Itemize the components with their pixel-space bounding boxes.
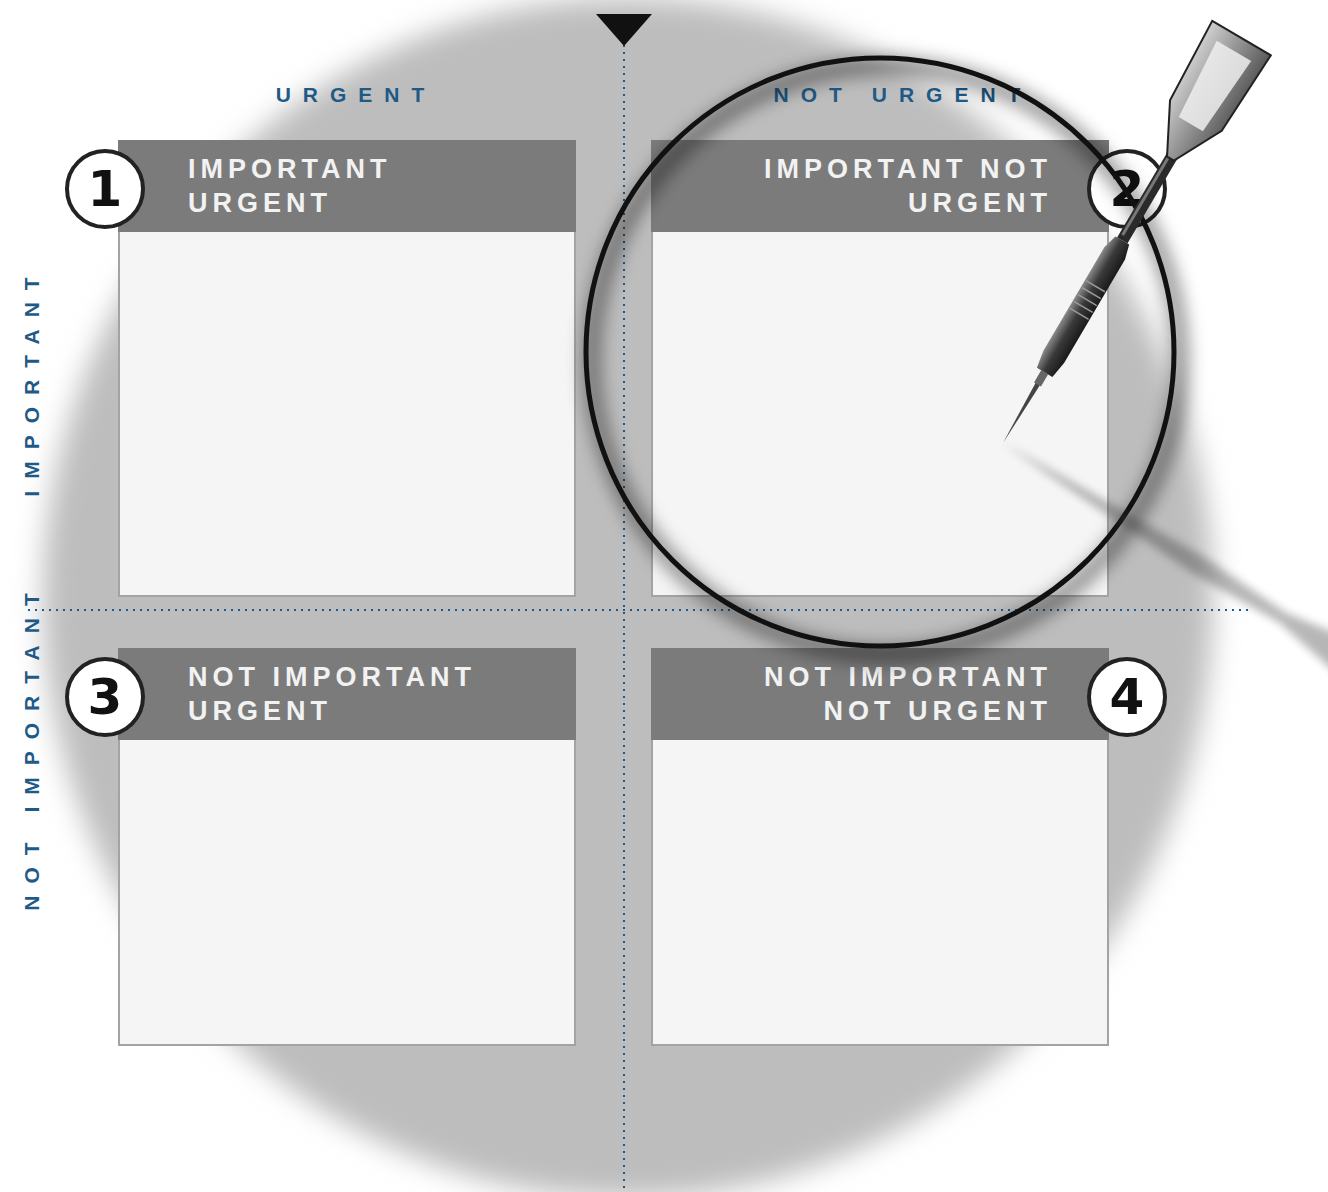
quadrant-number: 1 xyxy=(65,149,145,229)
quadrant-box: IMPORTANT URGENT1 xyxy=(118,140,576,597)
row-header: IMPORTANT xyxy=(18,131,46,631)
row-header: NOT IMPORTANT xyxy=(18,496,46,996)
quadrant-box: IMPORTANT NOT URGENT2 xyxy=(651,140,1109,597)
quadrant-number: 2 xyxy=(1087,149,1167,229)
horizontal-axis xyxy=(28,609,1248,611)
header-band: NOT IMPORTANT URGENT xyxy=(118,648,576,740)
pointer-triangle xyxy=(596,14,652,46)
quadrant-heading: IMPORTANT URGENT xyxy=(188,152,528,220)
quadrant-heading: NOT IMPORTANT NOT URGENT xyxy=(712,660,1052,728)
quadrant-box: NOT IMPORTANT NOT URGENT4 xyxy=(651,648,1109,1046)
column-header: URGENT xyxy=(106,81,606,109)
spray-blob xyxy=(43,0,1213,1192)
column-header: NOT URGENT xyxy=(653,81,1153,109)
quadrant-heading: NOT IMPORTANT URGENT xyxy=(188,660,528,728)
header-band: IMPORTANT NOT URGENT xyxy=(651,140,1109,232)
quadrant-number: 3 xyxy=(65,657,145,737)
lens-shadow xyxy=(592,66,1180,654)
quadrant-box: NOT IMPORTANT URGENT3 xyxy=(118,648,576,1046)
header-band: IMPORTANT URGENT xyxy=(118,140,576,232)
quadrant-number: 4 xyxy=(1087,657,1167,737)
magnifier-circle xyxy=(586,58,1174,646)
header-band: NOT IMPORTANT NOT URGENT xyxy=(651,648,1109,740)
vertical-axis xyxy=(623,45,625,1192)
quadrant-heading: IMPORTANT NOT URGENT xyxy=(712,152,1052,220)
